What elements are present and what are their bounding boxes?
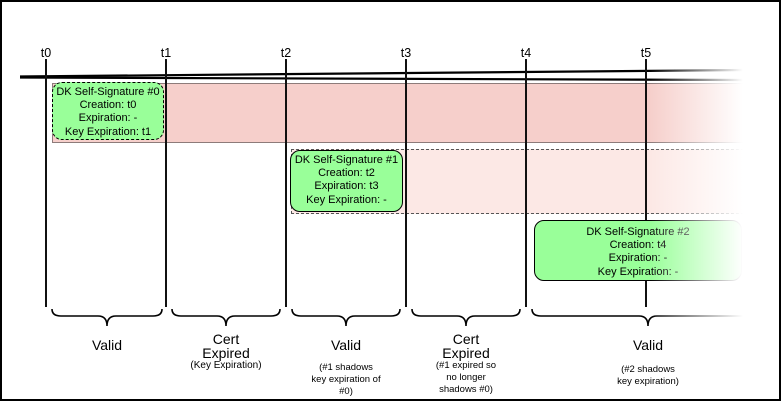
tick-line-t4 <box>525 59 527 307</box>
tick-line-t0 <box>45 59 47 307</box>
signature-1-key-expiration: Key Expiration: - <box>306 193 387 206</box>
brace-period-1 <box>171 308 281 327</box>
period-label-4: Valid <box>632 337 664 353</box>
period-label-2: Valid <box>330 337 362 353</box>
tick-line-t1 <box>165 59 167 307</box>
period-label-3: Cert Expired <box>442 331 490 361</box>
tick-line-t2 <box>285 59 287 307</box>
tick-label-t0: t0 <box>40 46 52 60</box>
validity-band-sig0 <box>52 83 744 143</box>
signature-1-creation: Creation: t2 <box>318 167 375 180</box>
time-axis <box>19 68 745 82</box>
tick-label-t5: t5 <box>640 46 652 60</box>
brace-period-3 <box>411 308 521 327</box>
tick-label-t4: t4 <box>520 46 532 60</box>
right-fade-gradient <box>650 4 779 334</box>
tick-line-t3 <box>405 59 407 307</box>
tick-line-t5 <box>645 59 647 307</box>
period-label-1: Cert Expired <box>202 331 250 361</box>
tick-label-t2: t2 <box>280 46 292 60</box>
tick-label-t3: t3 <box>400 46 412 60</box>
signature-box-1: DK Self-Signature #1 Creation: t2 Expira… <box>290 150 403 212</box>
signature-0-expiration: Expiration: - <box>78 112 138 125</box>
brace-period-0 <box>51 308 163 327</box>
signature-0-title: DK Self-Signature #0 <box>56 86 160 98</box>
signature-1-expiration: Expiration: t3 <box>314 180 379 193</box>
period-note-3: (#1 expired so no longer shadows #0) <box>435 360 497 395</box>
tick-label-t1: t1 <box>160 46 172 60</box>
period-note-1: (Key Expiration) <box>190 360 262 371</box>
period-note-2: (#1 shadows key expiration of #0) <box>311 362 381 397</box>
signature-1-title: DK Self-Signature #1 <box>294 154 399 166</box>
signature-box-0: DK Self-Signature #0 Creation: t0 Expira… <box>52 82 164 140</box>
period-note-4: (#2 shadows key expiration) <box>617 364 679 387</box>
signature-0-creation: Creation: t0 <box>79 99 137 112</box>
signature-0-key-expiration: Key Expiration: t1 <box>64 125 152 138</box>
brace-period-2 <box>291 308 401 327</box>
period-label-0: Valid <box>91 337 123 353</box>
